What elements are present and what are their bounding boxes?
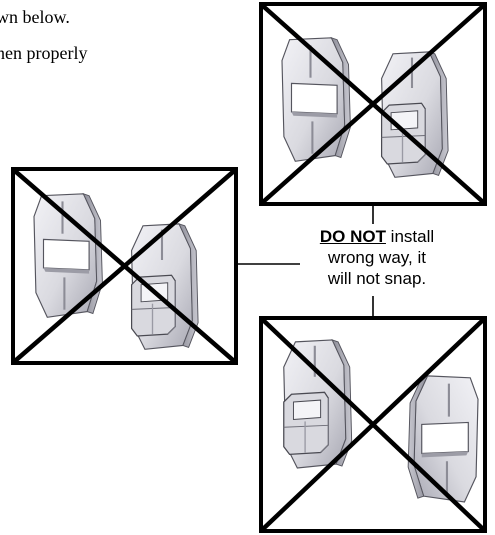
hook-plate-part	[284, 340, 352, 468]
panel-top-right	[261, 4, 485, 204]
warning-line-2: wrong way, it	[298, 247, 456, 268]
hook-plate-part	[382, 52, 449, 177]
hook-plate-part	[132, 224, 199, 349]
warning-line-1: DO NOT install	[298, 226, 456, 247]
panel-left	[13, 169, 236, 363]
warning-line-1-rest: install	[386, 227, 434, 246]
warning-line-3: will not snap.	[298, 268, 456, 289]
warning-callout: DO NOT install wrong way, it will not sn…	[298, 226, 456, 289]
do-not-emphasis: DO NOT	[320, 227, 386, 246]
panel-bottom-right	[261, 318, 485, 531]
